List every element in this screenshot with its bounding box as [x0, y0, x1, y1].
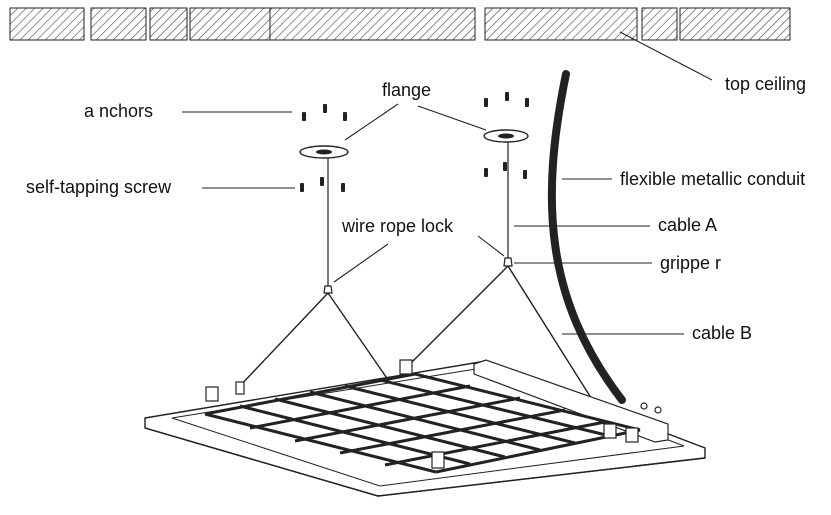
grid-line: [274, 397, 506, 459]
screws-right: [484, 162, 527, 179]
grid-line: [294, 396, 521, 443]
anchor: [302, 112, 306, 121]
label-wire-rope-lock: wire rope lock: [341, 216, 454, 236]
panel-light: [144, 359, 706, 497]
anchor: [505, 92, 509, 101]
leader-lines: [182, 31, 713, 335]
ceiling-block: [90, 7, 147, 41]
bracket: [431, 451, 445, 469]
self-tapping-screw: [484, 168, 488, 177]
gripper-right: [503, 257, 513, 267]
bracket-hole: [640, 402, 648, 410]
label-anchors: a nchors: [84, 101, 153, 121]
label-cable-b: cable B: [692, 323, 752, 343]
label-cable-a: cable A: [658, 215, 717, 235]
anchor: [484, 98, 488, 107]
anchor: [323, 104, 327, 113]
panel-inner-edge: [171, 367, 685, 487]
anchor: [525, 98, 529, 107]
ceiling-block: [189, 7, 271, 41]
anchors-right: [484, 92, 529, 107]
cable-b-left-1: [237, 292, 329, 389]
bracket: [625, 427, 639, 443]
self-tapping-screw: [341, 183, 345, 192]
flange-left: [299, 145, 349, 159]
ceiling-block: [484, 7, 638, 41]
ceiling-block: [641, 7, 678, 41]
flexible-metallic-conduit-hatch: [548, 71, 625, 403]
label-self-tapping-screw: self-tapping screw: [26, 177, 172, 197]
ceiling-block: [149, 7, 188, 41]
self-tapping-screw: [300, 183, 304, 192]
grid-line: [249, 384, 471, 430]
label-flange: flange: [382, 80, 431, 100]
driver-box: [473, 359, 669, 443]
grid-line: [309, 390, 541, 452]
ceiling-block: [679, 7, 791, 41]
bracket: [399, 359, 413, 375]
flange-hub: [316, 149, 332, 155]
bracket: [205, 386, 219, 402]
label-top-ceiling: top ceiling: [725, 74, 806, 94]
panel-bottom-edge: [144, 427, 706, 497]
bracket: [235, 381, 245, 395]
gripper-left: [323, 285, 333, 294]
flange-right: [483, 129, 529, 143]
self-tapping-screw: [523, 170, 527, 179]
top-ceiling: [9, 7, 791, 41]
grid-line: [414, 372, 641, 432]
cable-b-right-1: [411, 265, 509, 363]
self-tapping-screw: [503, 162, 507, 171]
grid-line: [384, 420, 606, 467]
anchors-left: [302, 104, 347, 121]
screws-left: [300, 177, 345, 192]
leader-flange-right: [417, 105, 487, 131]
flange-hub: [498, 133, 514, 139]
ceiling-block: [269, 7, 476, 41]
bracket: [603, 423, 617, 439]
leader-wire-rope-lock-left: [333, 243, 389, 283]
mounting-brackets: [205, 359, 662, 469]
ceiling-block: [9, 7, 85, 41]
leader-flange-left: [344, 103, 399, 141]
grid-line: [339, 408, 566, 455]
grid-line: [344, 384, 576, 445]
leader-top-ceiling: [619, 31, 713, 81]
leader-wire-rope-lock-right: [477, 235, 505, 257]
bracket-hole: [654, 406, 662, 414]
self-tapping-screw: [320, 177, 324, 186]
label-gripper: grippe r: [660, 253, 721, 273]
anchor: [343, 112, 347, 121]
label-flexible-metallic-conduit: flexible metallic conduit: [620, 169, 805, 189]
grid-line: [204, 372, 416, 416]
grid-line: [379, 378, 611, 438]
